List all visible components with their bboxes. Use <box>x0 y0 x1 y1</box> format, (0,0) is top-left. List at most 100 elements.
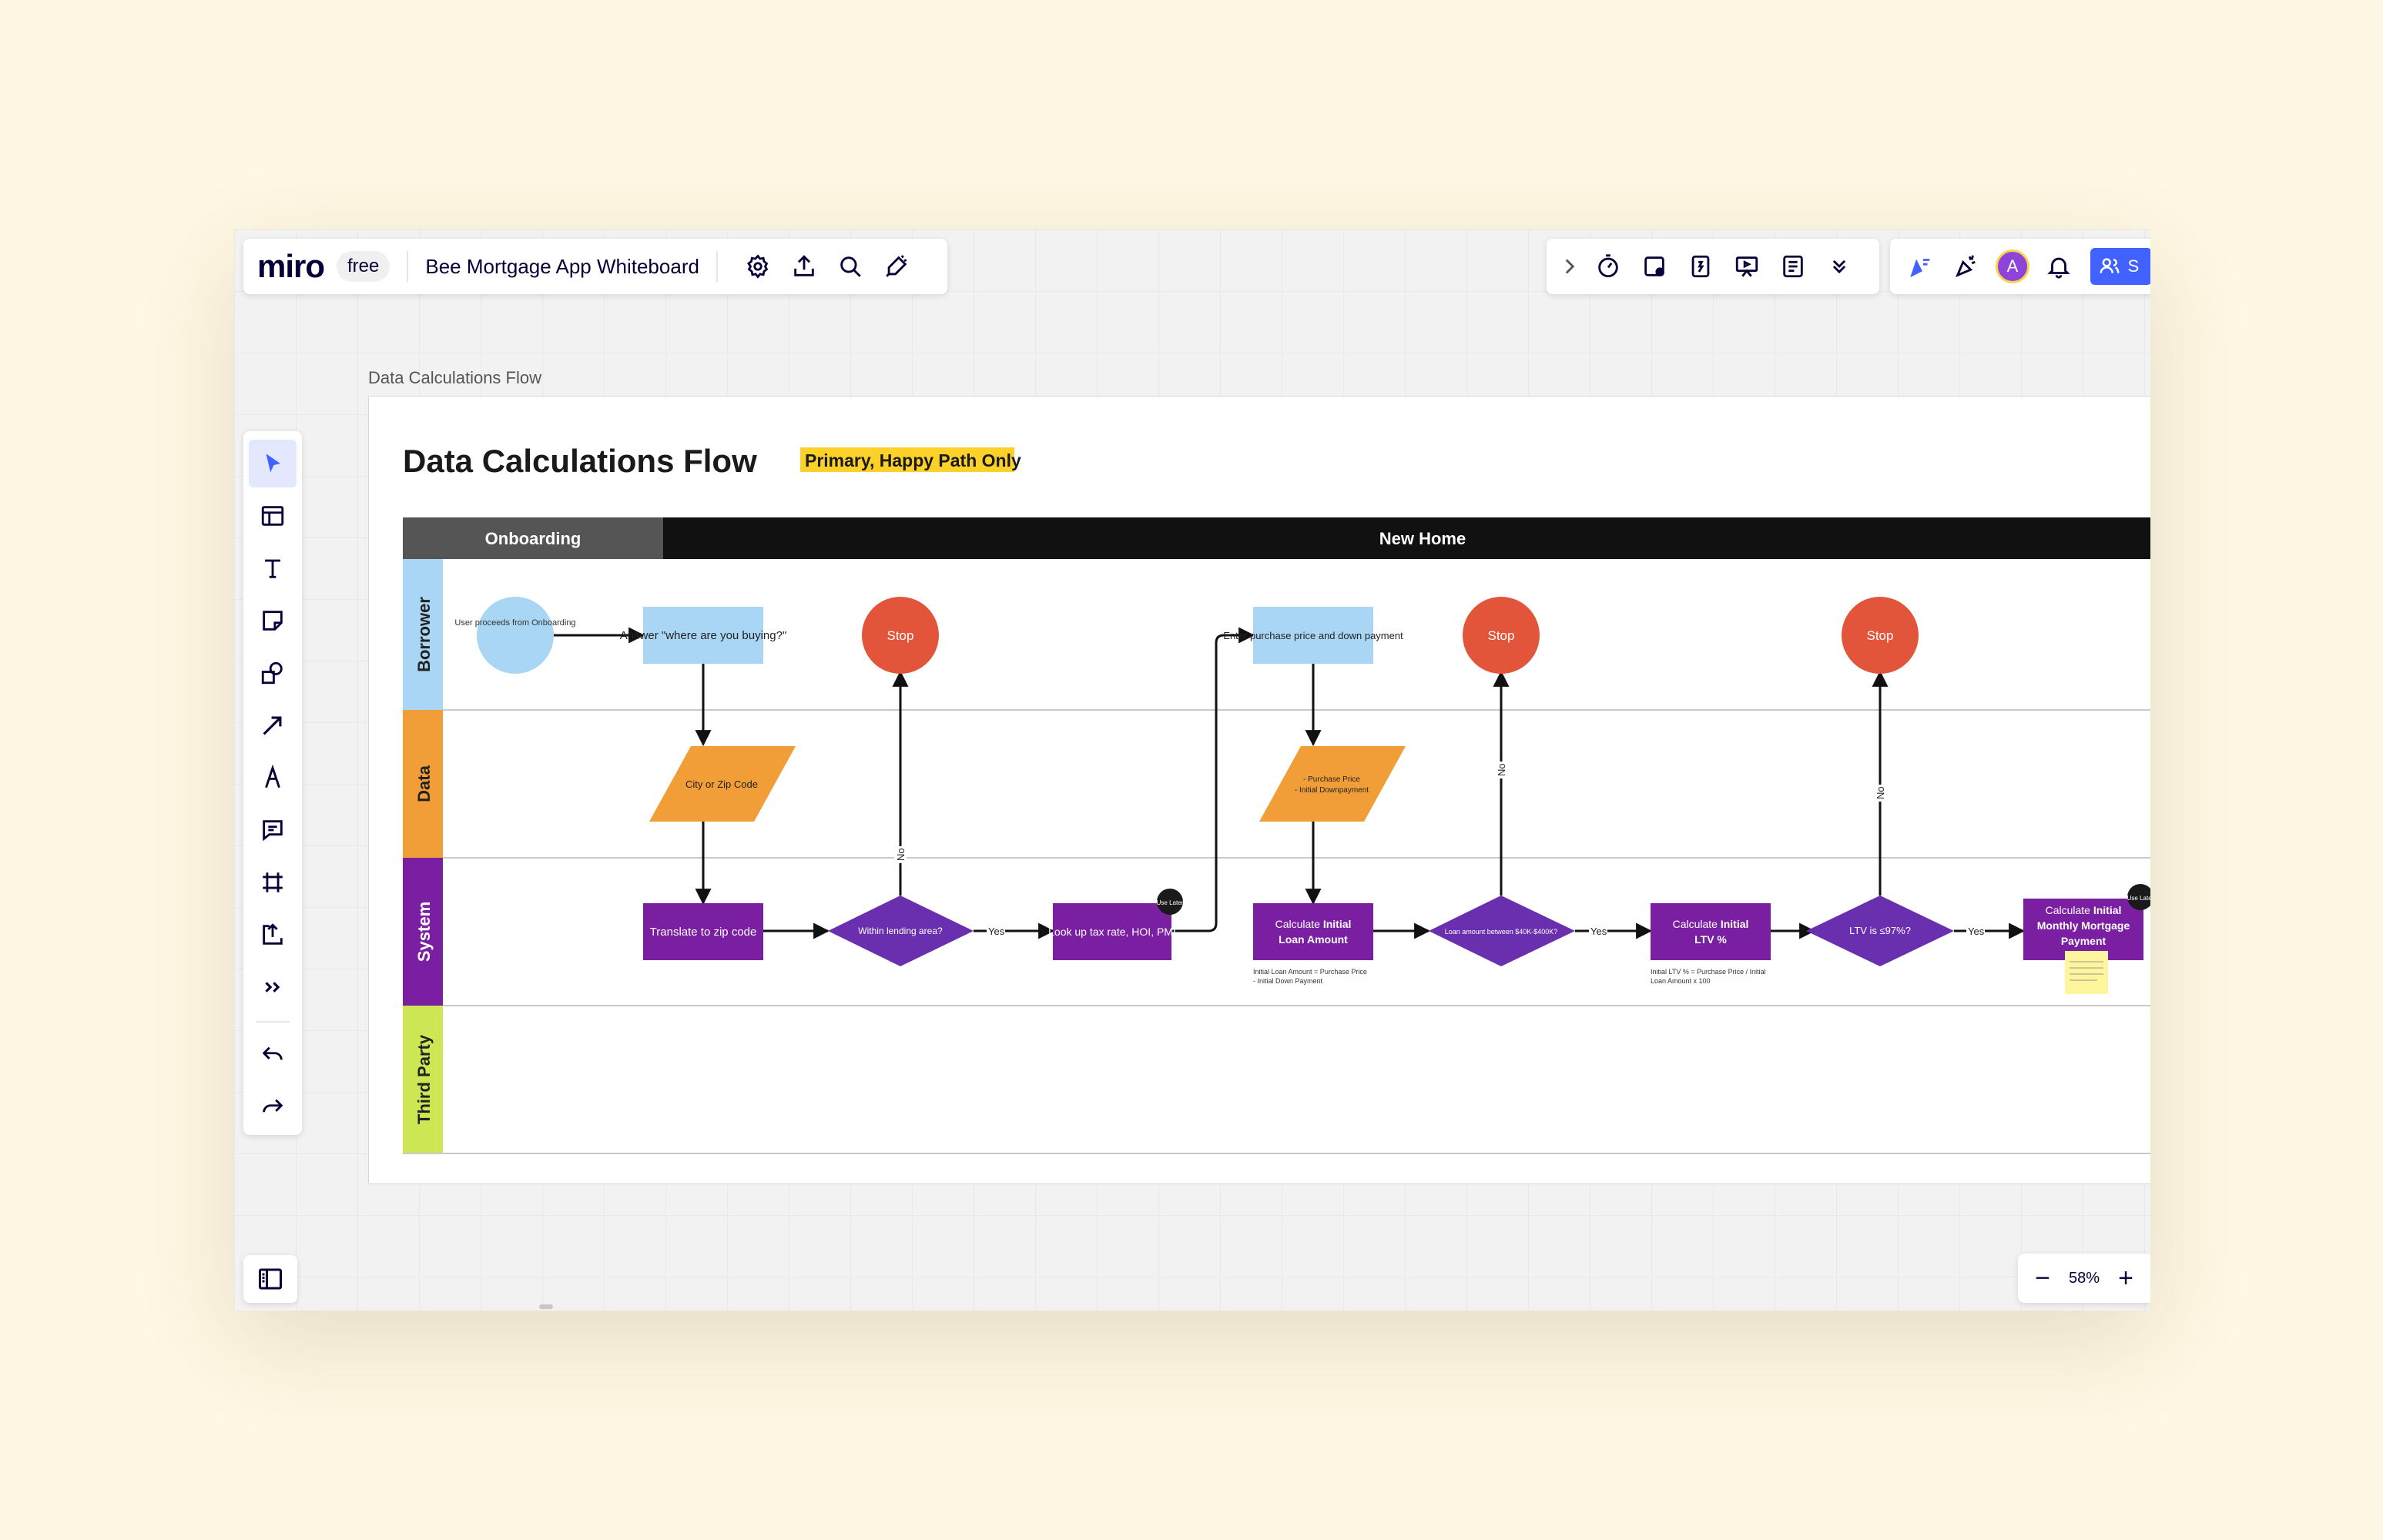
diagram-title[interactable]: Data Calculations Flow <box>403 443 757 479</box>
svg-text:Enter purchase price and down: Enter purchase price and down payment <box>1223 630 1403 641</box>
undo-icon <box>262 1046 283 1060</box>
lane-borrower[interactable] <box>403 559 443 710</box>
divider <box>407 251 409 282</box>
svg-text:- Initial Downpayment: - Initial Downpayment <box>1295 786 1369 795</box>
connection-line-tool[interactable] <box>249 701 297 749</box>
shapes-tool[interactable] <box>249 649 297 697</box>
bell-icon[interactable] <box>2036 243 2082 290</box>
node-lookup[interactable]: Look up tax rate, HOI, PMI <box>1048 903 1176 960</box>
select-tool[interactable] <box>249 440 297 487</box>
horizontal-scrollbar[interactable] <box>539 1304 553 1309</box>
more-tools[interactable] <box>249 963 297 1011</box>
settings-icon[interactable] <box>735 243 781 290</box>
svg-text:Stop: Stop <box>1867 628 1894 643</box>
collaboration-toolbar <box>1547 239 1879 294</box>
node-ltv-check[interactable]: LTV is ≤97%? <box>1806 896 1954 966</box>
node-stop-3[interactable]: Stop <box>1842 597 1919 674</box>
flow-diagram: Data Calculations Flow Primary, Happy Pa… <box>403 443 2150 1154</box>
svg-text:Loan amount between $40K-$400K: Loan amount between $40K-$400K? <box>1445 928 1558 936</box>
creation-toolbar <box>243 431 302 1135</box>
node-calc-loan[interactable]: Calculate Initial Loan Amount <box>1253 903 1373 960</box>
badge-use-later[interactable]: Use Later <box>1157 889 1184 915</box>
phase-onboarding-label: Onboarding <box>485 529 582 548</box>
lane-borrower-label: Borrower <box>414 597 434 672</box>
node-calc-ltv[interactable]: Calculate Initial LTV % <box>1651 903 1771 960</box>
share-icon <box>2100 258 2120 273</box>
node-stop-1[interactable]: Stop <box>862 597 939 674</box>
edge[interactable] <box>1171 627 1255 932</box>
svg-text:LTV is ≤97%?: LTV is ≤97%? <box>1849 925 1911 936</box>
svg-text:Translate to zip code: Translate to zip code <box>650 926 757 939</box>
phase-new-home[interactable] <box>663 517 2150 559</box>
zoom-control: − 58% + <box>2018 1254 2150 1303</box>
pen-tool[interactable] <box>249 754 297 802</box>
calc-loan-note: Initial Loan Amount = Purchase Price <box>1253 968 1367 976</box>
node-city-zip[interactable]: City or Zip Code <box>649 746 796 822</box>
lane-third-party[interactable] <box>403 1006 443 1153</box>
node-calc-mortgage[interactable]: Calculate Initial Monthly Mortgage Payme… <box>2023 899 2143 960</box>
pen-icon <box>265 765 280 788</box>
svg-text:Payment: Payment <box>2061 935 2106 947</box>
node-translate[interactable]: Translate to zip code <box>643 903 763 960</box>
svg-text:User proceeds from Onboarding: User proceeds from Onboarding <box>454 618 575 628</box>
chevron-right-icon[interactable] <box>1554 243 1585 290</box>
presentation-icon[interactable] <box>1724 243 1770 290</box>
node-stop-2[interactable]: Stop <box>1463 597 1540 674</box>
vote-icon[interactable] <box>1677 243 1724 290</box>
edge-label-no: No <box>1496 763 1507 776</box>
upload-tool[interactable] <box>249 911 297 959</box>
node-price-data[interactable]: - Purchase Price - Initial Downpayment <box>1259 746 1406 822</box>
svg-text:Monthly Mortgage: Monthly Mortgage <box>2037 919 2130 932</box>
timer-icon[interactable] <box>1585 243 1631 290</box>
diagram-tag[interactable]: Primary, Happy Path Only <box>805 450 1021 470</box>
edge-label-yes: Yes <box>1968 926 1985 937</box>
board-header: miro free Bee Mortgage App Whiteboard <box>243 239 947 294</box>
side-panel-button[interactable] <box>243 1255 297 1303</box>
templates-tool[interactable] <box>249 492 297 540</box>
text-icon <box>265 559 280 578</box>
zoom-out-button[interactable]: − <box>2035 1263 2050 1293</box>
notes-icon[interactable] <box>1770 243 1816 290</box>
phase-onboarding[interactable] <box>403 517 663 559</box>
frame-label[interactable]: Data Calculations Flow <box>368 368 541 387</box>
diagram-frame: Data Calculations Flow Primary, Happy Pa… <box>368 396 2150 1184</box>
miro-logo[interactable]: miro <box>257 248 325 284</box>
badge-use-later[interactable]: Use Later <box>2127 884 2150 910</box>
magic-icon[interactable] <box>873 243 920 290</box>
node-enter-price[interactable]: Enter purchase price and down payment <box>1223 607 1403 664</box>
plan-badge[interactable]: free <box>337 251 390 282</box>
export-icon[interactable] <box>781 243 827 290</box>
zoom-level[interactable]: 58% <box>2068 1269 2100 1287</box>
sticky-note[interactable] <box>2065 951 2108 994</box>
edge-label-yes: Yes <box>988 926 1005 937</box>
more-chevron-icon[interactable] <box>1816 243 1862 290</box>
toolbar-divider <box>256 1021 290 1023</box>
node-loan-between[interactable]: Loan amount between $40K-$400K? <box>1429 896 1575 966</box>
sticky-icon <box>263 611 283 631</box>
comment-tool[interactable] <box>249 806 297 854</box>
sticky-note-icon[interactable] <box>1631 243 1677 290</box>
node-within-area[interactable]: Within lending area? <box>828 896 974 966</box>
redo-icon <box>263 1099 283 1113</box>
svg-text:Calculate Initial: Calculate Initial <box>2046 904 2122 916</box>
redo-button[interactable] <box>249 1085 297 1133</box>
frame-tool[interactable] <box>249 859 297 906</box>
node-start[interactable]: User proceeds from Onboarding <box>454 597 576 674</box>
phase-new-home-label: New Home <box>1379 529 1466 548</box>
share-button[interactable]: S <box>2090 248 2150 285</box>
lane-data[interactable] <box>403 710 443 858</box>
text-tool[interactable] <box>249 544 297 592</box>
reactions-icon[interactable] <box>1898 243 1944 290</box>
avatar[interactable]: A <box>1989 243 2036 290</box>
celebrate-icon[interactable] <box>1944 243 1990 290</box>
sticky-note-tool[interactable] <box>249 597 297 644</box>
zoom-in-button[interactable]: + <box>2118 1263 2133 1293</box>
lane-system[interactable] <box>403 858 443 1006</box>
search-icon[interactable] <box>827 243 873 290</box>
node-answer[interactable]: Answer "where are you buying?" <box>620 607 787 664</box>
board-title[interactable]: Bee Mortgage App Whiteboard <box>425 254 699 278</box>
undo-button[interactable] <box>249 1033 297 1080</box>
user-avatar: A <box>1996 249 2030 283</box>
frame-icon <box>263 872 283 892</box>
svg-text:City or Zip Code: City or Zip Code <box>685 778 758 790</box>
